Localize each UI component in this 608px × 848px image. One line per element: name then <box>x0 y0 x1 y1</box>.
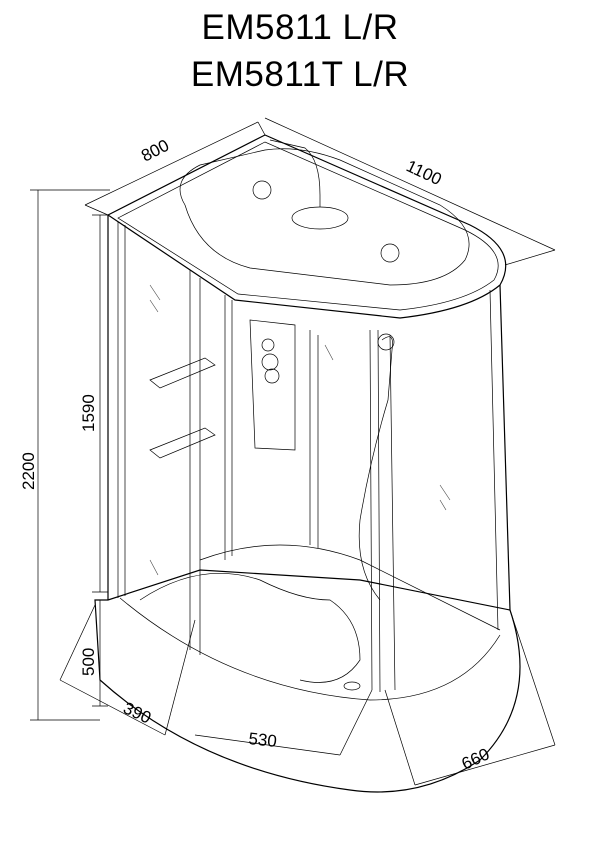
dim-door-width-label: 530 <box>248 729 278 751</box>
left-panel <box>107 215 451 655</box>
model-title-line2: EM5811T L/R <box>190 55 410 94</box>
curved-door <box>199 284 511 693</box>
dimension-lines <box>30 117 556 786</box>
back-panel <box>249 319 319 548</box>
dim-width-label: 1100 <box>403 156 444 189</box>
shower-tray <box>94 569 521 793</box>
model-title-line1: EM5811 L/R <box>201 8 399 47</box>
dim-front-right-label: 660 <box>459 744 493 773</box>
dim-cabin-height-label: 1590 <box>79 394 98 432</box>
dim-total-height-label: 2200 <box>19 452 38 490</box>
roof <box>106 134 507 319</box>
dim-tray-height-label: 500 <box>79 648 98 676</box>
dim-depth-label: 800 <box>138 136 172 166</box>
dim-front-left-label: 390 <box>120 698 154 727</box>
